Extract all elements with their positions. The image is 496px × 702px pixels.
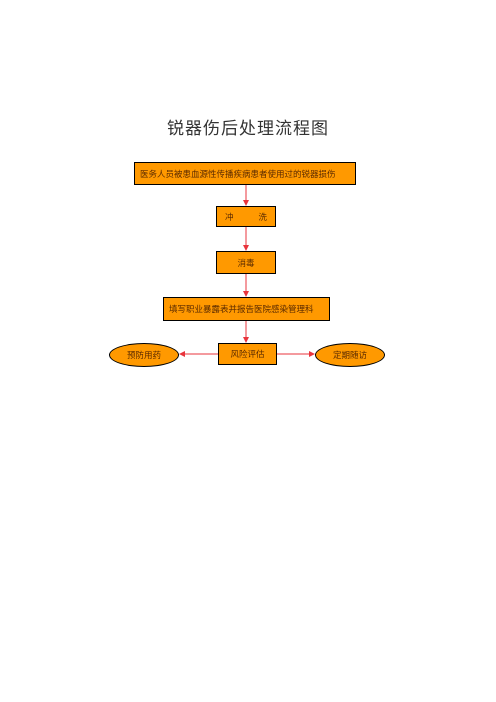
node-report-label: 填写职业暴露表并报告医院感染管理科 [169,305,314,315]
node-rinse: 冲 洗 [216,206,276,227]
node-disinfect: 消毒 [216,251,276,274]
node-disinfect-label: 消毒 [237,258,255,269]
node-prevent: 预防用药 [109,343,179,367]
node-followup-label: 定期随访 [332,351,367,361]
node-risk-label: 风险评估 [230,350,265,360]
node-exposure: 医务人员被患血源性传播疾病患者使用过的锐器损伤 [134,162,356,185]
node-prevent-label: 预防用药 [126,351,161,361]
page-title: 锐器伤后处理流程图 [167,119,329,139]
node-rinse-label-right: 洗 [258,212,267,223]
node-rinse-label-left: 冲 [225,212,234,223]
node-followup: 定期随访 [315,343,385,367]
node-risk: 风险评估 [218,343,277,365]
node-report: 填写职业暴露表并报告医院感染管理科 [163,297,330,321]
node-exposure-label: 医务人员被患血源性传播疾病患者使用过的锐器损伤 [140,169,336,180]
